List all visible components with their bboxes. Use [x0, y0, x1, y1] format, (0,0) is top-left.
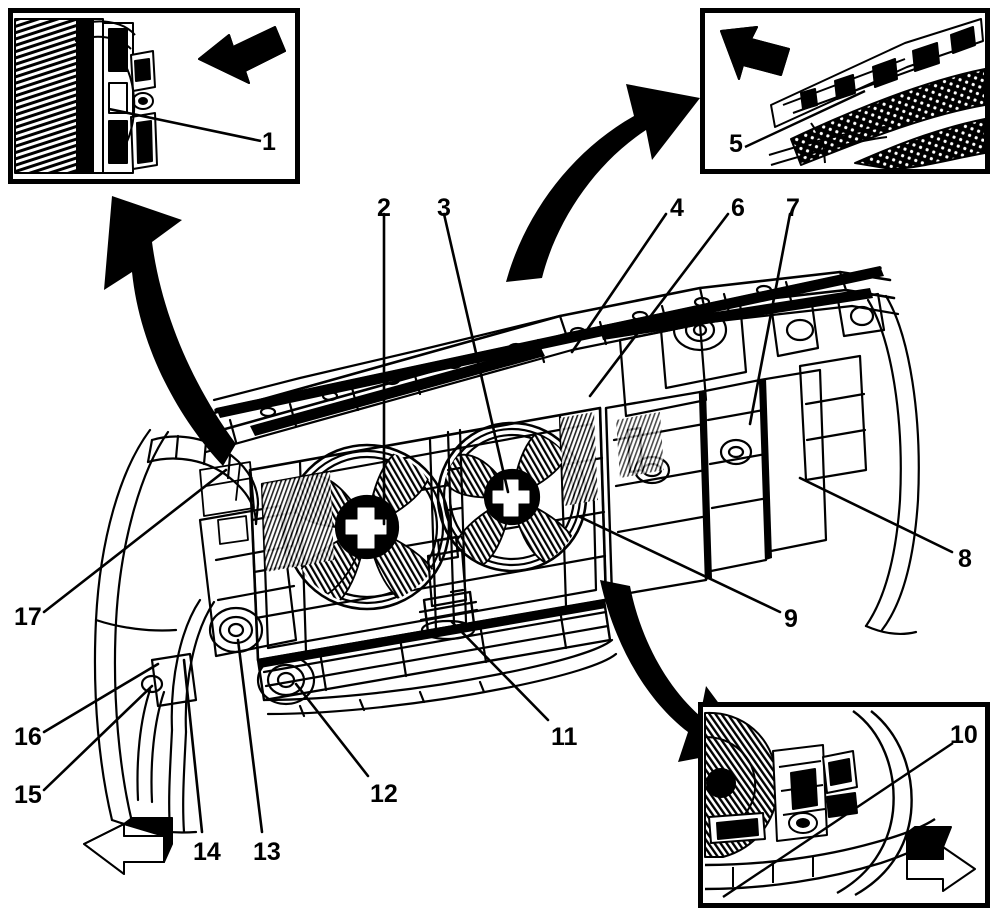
lower-cross-member: [256, 598, 612, 702]
callout-8: 8: [958, 545, 972, 573]
callout-11: 11: [551, 723, 578, 751]
leader-15: [42, 684, 154, 792]
right-support-bracket: [604, 368, 828, 598]
orientation-arrow-bottom-left: [83, 817, 173, 875]
callout-10: 10: [950, 721, 978, 749]
leader-17: [42, 468, 228, 614]
tie-bar-fasteners: [259, 284, 773, 418]
callout-13: 13: [253, 838, 281, 866]
inset-lower-fascia-detail: [698, 702, 990, 908]
leader-7: [748, 212, 792, 426]
arrow-to-top-left-inset: [104, 196, 236, 466]
leader-9: [576, 514, 782, 614]
callout-15: 15: [14, 781, 42, 809]
inset-grille-detail: [700, 8, 990, 174]
callout-14: 14: [193, 838, 221, 866]
callout-16: 16: [14, 723, 42, 751]
upper-right-mount: [618, 292, 886, 418]
leader-12: [294, 682, 370, 778]
leader-8: [798, 476, 954, 554]
arrow-to-top-right-inset: [506, 84, 700, 282]
left-detail-cluster: [199, 461, 255, 545]
right-fender-rail: [798, 294, 920, 636]
block-arrows: [83, 817, 173, 875]
callout-7: 7: [786, 194, 800, 222]
callout-12: 12: [370, 780, 398, 808]
callout-6: 6: [731, 194, 745, 222]
callout-5: 5: [729, 130, 743, 158]
leader-16: [42, 662, 160, 734]
leader-13: [236, 638, 264, 834]
leader-4: [570, 212, 668, 354]
cooling-fan-right: [436, 421, 588, 573]
callout-2: 2: [377, 194, 391, 222]
callout-3: 3: [437, 194, 451, 222]
callout-17: 17: [14, 603, 42, 631]
leader-3: [442, 212, 510, 494]
callout-4: 4: [670, 194, 684, 222]
leader-11: [450, 620, 550, 722]
inset-radiator-detail: [8, 8, 300, 184]
front-fender-outline: [93, 428, 198, 834]
callout-9: 9: [784, 605, 798, 633]
leader-6: [588, 212, 730, 398]
callout-1: 1: [262, 128, 276, 156]
lower-apron: [262, 638, 618, 718]
upper-tie-bar: [194, 266, 900, 454]
leader-14: [182, 658, 204, 834]
leader-lines: [42, 212, 954, 834]
